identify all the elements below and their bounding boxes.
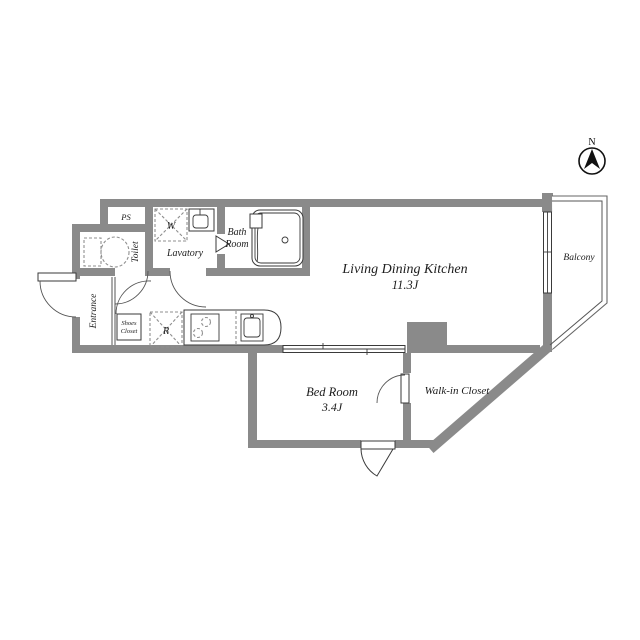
bathtub-drain xyxy=(281,236,289,244)
wall-toilet-right xyxy=(145,207,153,276)
wall-left-upper xyxy=(72,224,80,279)
refrigerator-label: R xyxy=(162,326,169,337)
stove-burner-1 xyxy=(200,316,212,328)
wall-top xyxy=(100,199,553,207)
bathtub-inner xyxy=(254,212,301,264)
ldk-size-label: 11.3J xyxy=(392,278,420,292)
refrigerator-cross xyxy=(149,311,183,348)
bedroom-exterior-door-leaf xyxy=(360,440,396,450)
wall-bedroom-left xyxy=(248,345,257,448)
sink-bowl xyxy=(243,317,261,338)
shoes-closet-label-line1: Shoes xyxy=(121,320,137,327)
wall-bath-east xyxy=(302,199,310,276)
wall-lavatory-bottom-left xyxy=(153,268,170,276)
toilet-bowl xyxy=(100,236,130,268)
balcony-outline xyxy=(549,195,608,350)
washing-machine-label: W xyxy=(167,221,177,232)
washing-machine-cross xyxy=(154,208,188,242)
wall-bath-west-lower xyxy=(217,254,225,268)
windows xyxy=(282,211,552,355)
refrigerator-box xyxy=(149,311,183,348)
compass-north-label: N xyxy=(588,137,595,148)
entrance-door-arc xyxy=(39,280,77,318)
wall-ldk-right-lower xyxy=(543,293,552,352)
sink-unit xyxy=(240,313,264,342)
wall-diagonal xyxy=(426,341,554,454)
wall-toilet-top xyxy=(72,224,153,232)
wic-door-arc xyxy=(376,374,406,404)
toilet-label: Toilet xyxy=(131,241,141,263)
wall-bath-bottom xyxy=(217,268,310,276)
balcony-label: Balcony xyxy=(563,253,595,263)
bath-shower-hose xyxy=(256,227,259,263)
wall-bottom-upper-strip xyxy=(72,345,283,353)
bath-door-marker xyxy=(215,235,230,253)
wall-wic-top xyxy=(440,345,540,353)
wall-bedroom-bottom-left xyxy=(248,440,361,448)
entrance-label: Entrance xyxy=(89,294,99,330)
washing-machine-box xyxy=(154,208,188,242)
pipe-space-label: PS xyxy=(120,212,131,222)
sink-tap xyxy=(250,314,254,318)
bath-label-line2: Room xyxy=(224,239,248,250)
wall-bath-west-upper xyxy=(217,207,225,234)
kitchen-counter xyxy=(183,309,282,346)
lavatory-label: Lavatory xyxy=(166,248,204,259)
wall-toilet-bottom xyxy=(80,268,115,276)
compass: N xyxy=(578,137,606,175)
wall-lavatory-bottom-right xyxy=(206,268,217,276)
shoes-closet-label-line2: Closet xyxy=(121,328,138,335)
toilet-tank xyxy=(83,237,102,267)
labels: Living Dining Kitchen 11.3J Bed Room 3.4… xyxy=(89,212,595,414)
doors xyxy=(37,235,410,477)
wall-balcony-pier xyxy=(542,193,553,212)
wic-door-leaf xyxy=(400,373,410,404)
fixtures xyxy=(83,208,304,348)
stove-burner-2 xyxy=(192,327,204,339)
shoes-closet-box xyxy=(116,313,142,341)
entrance-door-leaf xyxy=(37,272,77,282)
stove-unit xyxy=(190,313,220,342)
bedroom-label: Bed Room xyxy=(306,385,358,399)
compass-north-arrow-icon xyxy=(584,149,600,169)
wall-top-left-stub xyxy=(100,199,108,224)
toilet-door-arc xyxy=(114,270,149,305)
washbasin-bowl xyxy=(192,214,209,229)
bath-label-line1: Bath xyxy=(228,227,247,238)
bathtub-outer xyxy=(251,209,304,267)
wall-wic-west-upper xyxy=(403,353,411,373)
balcony-railing-inner xyxy=(549,200,603,346)
lavatory-door-arc xyxy=(169,270,207,308)
ldk-label: Living Dining Kitchen xyxy=(341,262,467,277)
wic-label: Walk-in Closet xyxy=(425,385,491,397)
bath-faucet xyxy=(249,213,263,229)
wall-wic-west-lower xyxy=(403,403,411,440)
walls xyxy=(72,193,554,454)
wall-left-lower xyxy=(72,317,80,353)
bedroom-size-label: 3.4J xyxy=(321,400,343,414)
bedroom-exterior-door-fan xyxy=(360,448,394,477)
wall-bedroom-bottom-right xyxy=(395,440,437,448)
hallway-door-arc xyxy=(115,280,152,315)
balcony-railing-outer xyxy=(552,195,608,350)
